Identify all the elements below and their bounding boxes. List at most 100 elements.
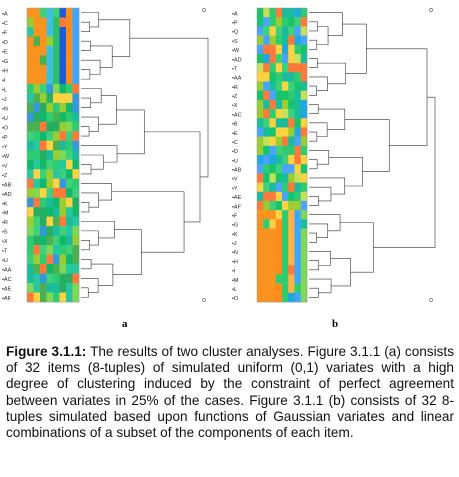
heatmap-cell (275, 136, 283, 147)
heatmap-cell (40, 121, 47, 132)
row-label: •AC (2, 277, 12, 283)
heatmap-cell (53, 112, 60, 123)
heatmap-cell (27, 26, 34, 37)
heatmap-cell (294, 127, 302, 137)
heatmap-cell (27, 178, 34, 189)
heatmap-cell (275, 44, 283, 55)
heatmap-cell (294, 200, 302, 211)
heatmap-cell (46, 264, 54, 274)
heatmap-cell (300, 53, 308, 64)
heatmap-cell (282, 145, 289, 156)
heatmap-cell (66, 55, 73, 66)
heatmap-cell (53, 254, 60, 265)
heatmap-cell (40, 188, 47, 198)
heatmap-cell (66, 207, 73, 217)
dendrogram-link (309, 287, 319, 298)
heatmap-cell (282, 90, 289, 101)
heatmap-cell (33, 188, 41, 198)
heatmap-cell (257, 191, 264, 202)
heatmap-cell (72, 121, 80, 132)
heatmap-cell (300, 173, 308, 183)
heatmap-cell (300, 155, 308, 165)
heatmap-cell (269, 136, 277, 147)
heatmap-cell (275, 182, 283, 193)
heatmap-cell (59, 8, 67, 18)
heatmap-cell (294, 53, 302, 64)
heatmap-cell (27, 283, 34, 293)
heatmap-cell (275, 191, 283, 202)
row-label: •C (232, 140, 238, 146)
heatmap-cell (269, 200, 277, 211)
panel-a-figure: •A•C•F•D•E•G•H•I•L•J•N•U•O•P•Y•W•V•Z•AB•… (2, 7, 209, 303)
row-label: •F (232, 213, 238, 219)
caption-lead: Figure 3.1.1: (6, 344, 87, 359)
row-label: •Z (2, 173, 8, 179)
row-label: •I (232, 269, 236, 275)
row-label: •AB (232, 168, 242, 174)
heatmap-cell (263, 182, 270, 193)
heatmap-cell (282, 173, 289, 183)
heatmap-cell (257, 173, 264, 183)
heatmap-cell (288, 145, 295, 156)
heatmap-cell (53, 26, 60, 37)
heatmap-cell (263, 210, 270, 220)
dendrogram-link (340, 222, 374, 273)
row-label: •H (232, 259, 238, 265)
heatmap-cell (27, 121, 34, 132)
heatmap-cell (40, 150, 47, 161)
heatmap-cell (53, 8, 60, 18)
heatmap-cell (300, 17, 308, 27)
heatmap-cell (72, 216, 80, 227)
heatmap-cell (300, 191, 308, 202)
heatmap-cell (59, 93, 67, 104)
heatmap-cell (288, 164, 295, 174)
heatmap-cell (294, 72, 302, 82)
heatmap-cell (275, 72, 283, 82)
heatmap-cell (66, 83, 73, 94)
dendrogram-top-marker (429, 8, 433, 12)
heatmap-cell (282, 72, 289, 82)
heatmap-cell (40, 83, 47, 94)
heatmap-cell (72, 264, 80, 274)
heatmap-cell (257, 210, 264, 220)
dendrogram-link (309, 131, 318, 142)
heatmap-cell (275, 274, 283, 284)
heatmap-cell (59, 273, 67, 284)
heatmap-cell (275, 164, 283, 174)
heatmap-cell (257, 164, 264, 174)
row-label: •AF (2, 296, 12, 302)
heatmap-cell (300, 182, 308, 193)
dendrogram-link (81, 40, 91, 51)
heatmap-cell (300, 283, 308, 294)
heatmap-cell (288, 81, 295, 91)
heatmap-cell (27, 45, 34, 56)
heatmap-cell (300, 81, 308, 91)
heatmap-cell (40, 112, 47, 123)
heatmap-cell (263, 274, 270, 284)
panel-a-letter: a (122, 318, 128, 330)
heatmap-cell (257, 246, 264, 257)
heatmap-cell (66, 45, 73, 56)
heatmap-cell (59, 283, 67, 293)
dendrogram-link (81, 154, 104, 170)
heatmap-cell (59, 188, 67, 198)
heatmap-cell (257, 53, 264, 64)
heatmap-cell (294, 292, 302, 303)
heatmap-cell (300, 237, 308, 248)
heatmap-cell (59, 36, 67, 47)
row-label: •S (2, 230, 8, 236)
heatmap-cell (53, 45, 60, 56)
heatmap-cell (288, 173, 295, 183)
heatmap-cell (269, 90, 277, 101)
heatmap-cell (300, 136, 308, 147)
heatmap-cell (269, 283, 277, 294)
heatmap-cell (294, 26, 302, 36)
heatmap-cell (269, 127, 277, 137)
heatmap-cell (288, 219, 295, 229)
heatmap-cell (263, 127, 270, 137)
heatmap-cell (72, 188, 80, 198)
heatmap-cell (282, 182, 289, 193)
heatmap-cell (269, 210, 277, 220)
heatmap-cell (40, 235, 47, 246)
heatmap-cell (257, 237, 264, 248)
